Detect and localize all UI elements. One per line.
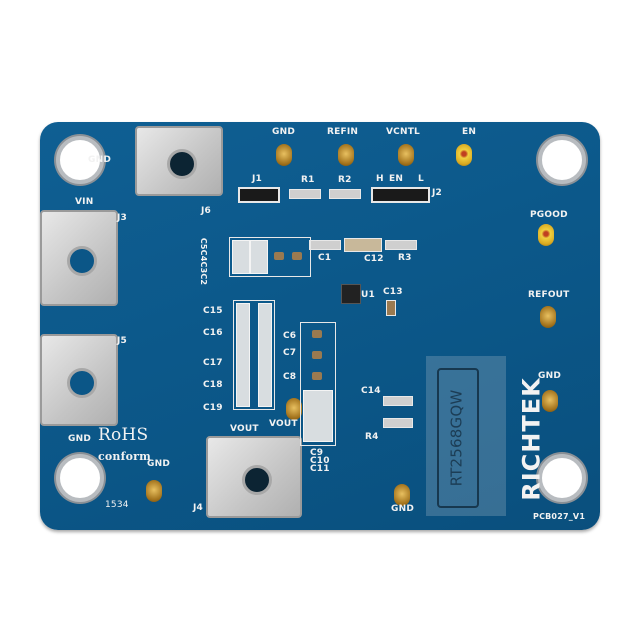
pad — [303, 390, 333, 442]
label-tp-gnd-right: GND — [538, 371, 561, 381]
richtek-logo: RICHTEK — [517, 377, 546, 501]
label-vout-tp: VOUT — [269, 419, 298, 429]
label-c15: C15 — [203, 306, 223, 316]
mounting-hole — [56, 454, 104, 502]
test-point-gnd-right — [542, 390, 558, 412]
label-c6: C6 — [283, 331, 297, 341]
label-j5: J5 — [117, 336, 128, 346]
capacitors-c2-c5 — [229, 237, 311, 277]
label-r2: R2 — [338, 175, 352, 185]
label-c1: C1 — [318, 253, 332, 263]
ic-u1 — [341, 284, 361, 304]
label-c8: C8 — [283, 372, 297, 382]
test-point-vcntl — [398, 144, 414, 166]
label-j6: J6 — [201, 206, 212, 216]
test-point-vout — [286, 398, 302, 420]
label-r1: R1 — [301, 175, 315, 185]
pad — [232, 240, 250, 274]
mounting-hole — [56, 136, 104, 184]
mounting-hole — [538, 136, 586, 184]
capacitor-c13 — [386, 300, 396, 316]
label-c11: C11 — [310, 464, 330, 474]
test-point-refout — [540, 306, 556, 328]
label-c9: C9 — [310, 448, 324, 458]
label-c13: C13 — [383, 287, 403, 297]
label-en: EN — [389, 174, 404, 184]
jumper-j1 — [238, 187, 280, 203]
label-tp-refin: REFIN — [327, 127, 359, 137]
label-c17: C17 — [203, 358, 223, 368]
test-point-en — [456, 144, 472, 166]
test-point-pgood — [538, 224, 554, 246]
capacitors-c6-c11 — [300, 322, 336, 446]
label-r3: R3 — [398, 253, 412, 263]
capacitor — [292, 252, 302, 260]
part-number: RT2568GQW — [447, 389, 466, 487]
pad — [250, 240, 268, 274]
capacitor-c14 — [383, 396, 413, 406]
date-code: 1534 — [105, 500, 129, 510]
label-c10: C10 — [310, 456, 330, 466]
label-vout: VOUT — [230, 424, 259, 434]
resistor-r1 — [289, 189, 321, 199]
label-r4: R4 — [365, 432, 379, 442]
pad — [258, 303, 272, 407]
jumper-j2 — [371, 187, 430, 203]
label-c18: C18 — [203, 380, 223, 390]
capacitor-c7 — [312, 351, 322, 359]
capacitor-c12 — [344, 238, 382, 252]
capacitor-c1 — [309, 240, 341, 250]
label-c7: C7 — [283, 348, 297, 358]
label-c2-c5: C5C4C3C2 — [199, 237, 209, 286]
mounting-hole — [538, 454, 586, 502]
terminal-j4 — [206, 436, 302, 518]
label-c19: C19 — [203, 403, 223, 413]
test-point-gnd-bottom — [394, 484, 410, 506]
capacitors-c15-c19 — [233, 300, 275, 410]
resistor-r2 — [329, 189, 361, 199]
capacitor-c6 — [312, 330, 322, 338]
capacitor-c8 — [312, 372, 322, 380]
label-c12: C12 — [364, 254, 384, 264]
label-gnd: GND — [88, 155, 111, 165]
label-j3: J3 — [117, 213, 128, 223]
terminal-j5 — [40, 334, 118, 426]
label-tp-gnd-bottom: GND — [391, 504, 414, 514]
rohs-conform: conform — [98, 450, 151, 463]
capacitor — [274, 252, 284, 260]
label-tp-pgood: PGOOD — [530, 210, 568, 220]
resistor-r3 — [385, 240, 417, 250]
label-j1: J1 — [252, 174, 263, 184]
test-point-refin — [338, 144, 354, 166]
test-point-gnd — [276, 144, 292, 166]
label-tp-gnd-left: GND — [147, 459, 170, 469]
label-tp-en: EN — [462, 127, 477, 137]
label-c14: C14 — [361, 386, 381, 396]
label-u1: U1 — [361, 290, 375, 300]
part-number-box — [437, 368, 479, 508]
test-point-gnd-left — [146, 480, 162, 502]
label-tp-gnd: GND — [272, 127, 295, 137]
label-vin: VIN — [75, 197, 94, 207]
terminal-j3 — [40, 210, 118, 306]
label-tp-refout: REFOUT — [528, 290, 570, 300]
label-c16: C16 — [203, 328, 223, 338]
label-tp-vcntl: VCNTL — [386, 127, 420, 137]
rohs-mark: RoHS — [98, 425, 149, 445]
label-h: H — [376, 174, 384, 184]
label-gnd-hole: GND — [68, 434, 91, 444]
label-l: L — [418, 174, 424, 184]
terminal-j6 — [135, 126, 223, 196]
board-revision: PCB027_V1 — [533, 512, 586, 521]
label-area — [426, 356, 506, 516]
label-j2: J2 — [432, 188, 443, 198]
pad — [236, 303, 250, 407]
resistor-r4 — [383, 418, 413, 428]
label-j4: J4 — [193, 503, 204, 513]
